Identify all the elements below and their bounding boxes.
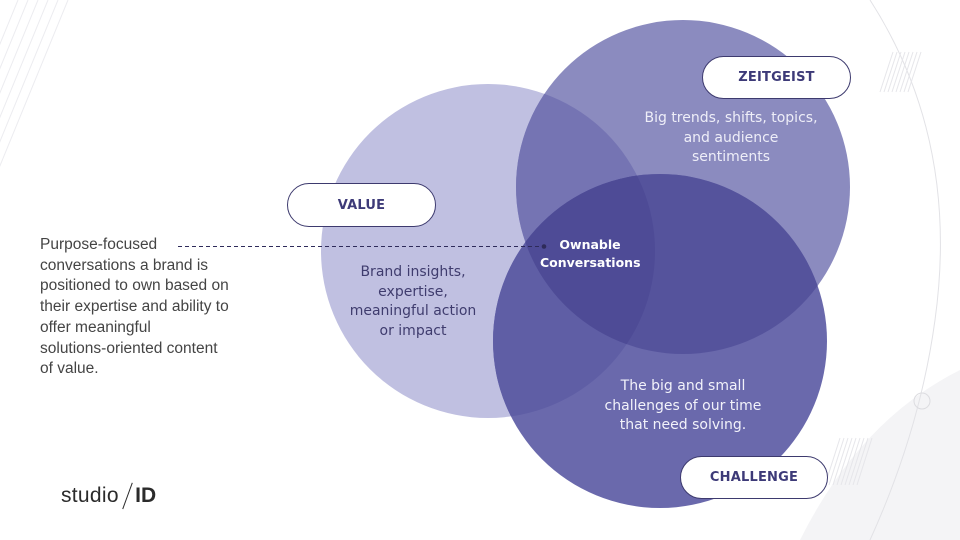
value-label: VALUE bbox=[287, 183, 436, 227]
zeitgeist-description-line: Big trends, shifts, topics, bbox=[644, 110, 818, 126]
studio-id-logo: studio ID bbox=[61, 482, 156, 510]
value-description-line: or impact bbox=[379, 322, 447, 339]
zeitgeist-description-line: sentiments bbox=[691, 149, 771, 165]
center-overlap bbox=[516, 174, 655, 354]
description-line: conversations a brand is bbox=[40, 256, 209, 274]
description-line: of value. bbox=[40, 360, 99, 378]
description-line: their expertise and ability to bbox=[40, 298, 229, 316]
description-line: solutions-oriented content bbox=[40, 339, 218, 357]
description-line: positioned to own based on bbox=[40, 277, 229, 295]
center-label-line: Ownable bbox=[559, 237, 621, 252]
bottom-right-shape bbox=[800, 370, 960, 540]
logo-studio-text: studio bbox=[61, 484, 119, 507]
bottom-right-hatch bbox=[824, 437, 873, 486]
challenge-label: CHALLENGE bbox=[680, 456, 828, 499]
center-label: Ownable Conversations bbox=[540, 236, 641, 272]
challenge-description: The big and small challenges of our time… bbox=[598, 377, 768, 436]
zeitgeist-label: ZEITGEIST bbox=[702, 56, 851, 99]
challenge-description-line: that need solving. bbox=[619, 417, 747, 433]
description-text: Purpose-focused conversations a brand is… bbox=[40, 235, 270, 380]
value-description-line: meaningful action bbox=[349, 303, 477, 319]
zeitgeist-description-line: and audience bbox=[683, 129, 779, 146]
value-description-line: expertise, bbox=[378, 283, 448, 300]
top-right-hatch bbox=[879, 51, 922, 93]
logo-id-text: ID bbox=[135, 484, 157, 507]
challenge-description-line: challenges of our time bbox=[604, 397, 762, 414]
arc-line bbox=[869, 0, 941, 540]
description-line: offer meaningful bbox=[40, 318, 151, 336]
arc-ring bbox=[913, 392, 931, 410]
center-label-line: Conversations bbox=[540, 255, 641, 270]
value-description-line: Brand insights, bbox=[360, 264, 466, 280]
zeitgeist-description: Big trends, shifts, topics, and audience… bbox=[640, 109, 822, 168]
connector-dot bbox=[541, 244, 547, 249]
description-line: Purpose-focused bbox=[40, 236, 158, 253]
logo-slash bbox=[122, 482, 133, 510]
value-description: Brand insights, expertise, meaningful ac… bbox=[338, 263, 488, 341]
challenge-description-line: The big and small bbox=[620, 378, 746, 394]
